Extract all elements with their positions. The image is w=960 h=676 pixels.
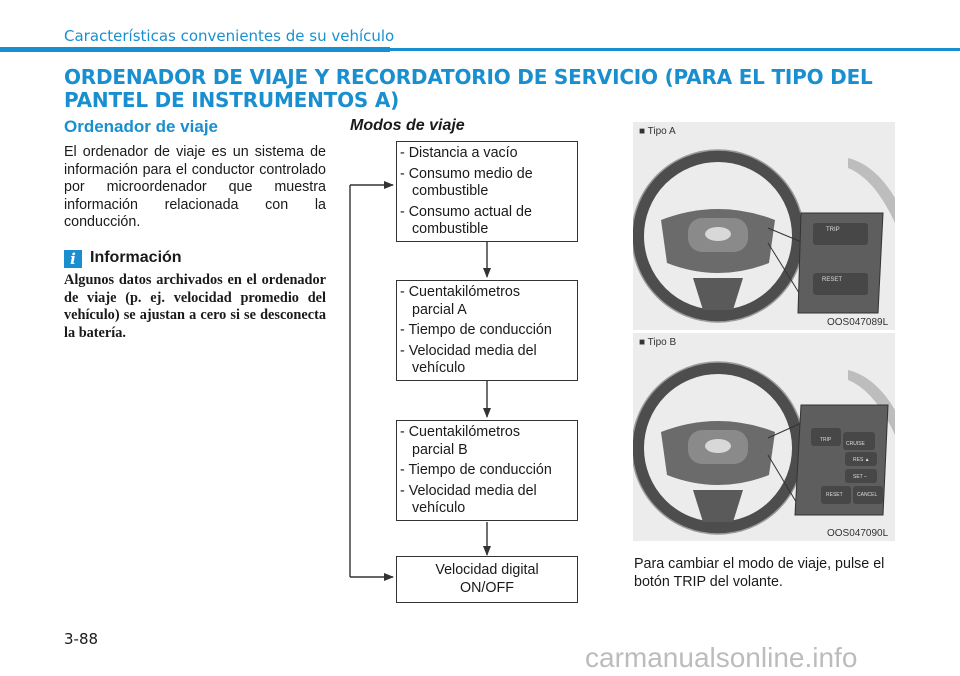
figure-code-a: OOS047089L bbox=[827, 317, 889, 328]
reset-button-label-b: RESET bbox=[826, 492, 843, 498]
box1-line1: - Distancia a vacío bbox=[400, 145, 518, 161]
box2-line3a: - Velocidad media del bbox=[400, 342, 537, 359]
page-number: 3-88 bbox=[64, 630, 99, 648]
steering-wheel-b-illustration bbox=[633, 361, 895, 535]
intro-paragraph: El ordenador de viaje es un sistema de i… bbox=[64, 144, 326, 230]
watermark: carmanualsonline.info bbox=[585, 642, 858, 673]
type-b-label: ■ Tipo B bbox=[639, 337, 677, 348]
mode-box-1: - Distancia a vacío - Consumo medio de c… bbox=[396, 141, 578, 242]
info-text: Algunos datos archivados en el ordenador… bbox=[64, 272, 326, 341]
box2-line3b: vehículo bbox=[412, 360, 466, 376]
cruise-button-label-b: CRUISE bbox=[846, 441, 865, 447]
mode-box-3: - Cuentakilómetros parcial B - Tiempo de… bbox=[396, 420, 578, 521]
section-header: Características convenientes de su vehíc… bbox=[64, 27, 395, 45]
trip-button-label-b: TRIP bbox=[820, 437, 832, 443]
flow-diagram-connectors bbox=[349, 181, 491, 581]
info-icon: i bbox=[64, 250, 82, 268]
info-heading: Información bbox=[90, 249, 182, 266]
box3-line1a: - Cuentakilómetros bbox=[400, 424, 520, 440]
header-rule-accent bbox=[0, 47, 390, 52]
header-rule bbox=[0, 48, 960, 51]
right-paragraph: Para cambiar el modo de viaje, pulse el … bbox=[634, 556, 885, 590]
mode-box-4: Velocidad digital ON/OFF bbox=[396, 556, 578, 603]
section-heading: Ordenador de viaje bbox=[64, 117, 218, 136]
reset-button-label-a: RESET bbox=[822, 277, 843, 283]
box1-line3b: combustible bbox=[412, 221, 489, 237]
mode-box-2: - Cuentakilómetros parcial A - Tiempo de… bbox=[396, 280, 578, 381]
box3-line3a: - Velocidad media del bbox=[400, 482, 537, 499]
box2-line1b: parcial A bbox=[412, 301, 467, 318]
type-a-label: ■ Tipo A bbox=[639, 126, 676, 137]
cancel-button-label-b: CANCEL bbox=[857, 492, 878, 498]
box2-line1a: - Cuentakilómetros bbox=[400, 284, 520, 300]
box4-line1: Velocidad digital bbox=[435, 562, 539, 578]
box1-line2b: combustible bbox=[412, 183, 489, 199]
box3-line3b: vehículo bbox=[412, 500, 466, 516]
page-title: ORDENADOR DE VIAJE Y RECORDATORIO DE SER… bbox=[64, 65, 873, 112]
box4-line2: ON/OFF bbox=[459, 579, 514, 596]
res-button-label-b: RES ▲ bbox=[853, 457, 870, 463]
steering-wheel-a-illustration bbox=[633, 149, 895, 323]
box2-line2: - Tiempo de conducción bbox=[400, 322, 552, 338]
box3-line2: - Tiempo de conducción bbox=[400, 462, 552, 478]
box3-line1b: parcial B bbox=[412, 441, 468, 458]
set-button-label-b: SET – bbox=[853, 474, 867, 480]
trip-button-label-a: TRIP bbox=[826, 227, 840, 233]
figure-code-b: OOS047090L bbox=[827, 528, 889, 539]
modes-heading: Modos de viaje bbox=[350, 117, 465, 134]
box1-line2a: - Consumo medio de bbox=[400, 165, 533, 182]
box1-line3a: - Consumo actual de bbox=[400, 203, 532, 220]
